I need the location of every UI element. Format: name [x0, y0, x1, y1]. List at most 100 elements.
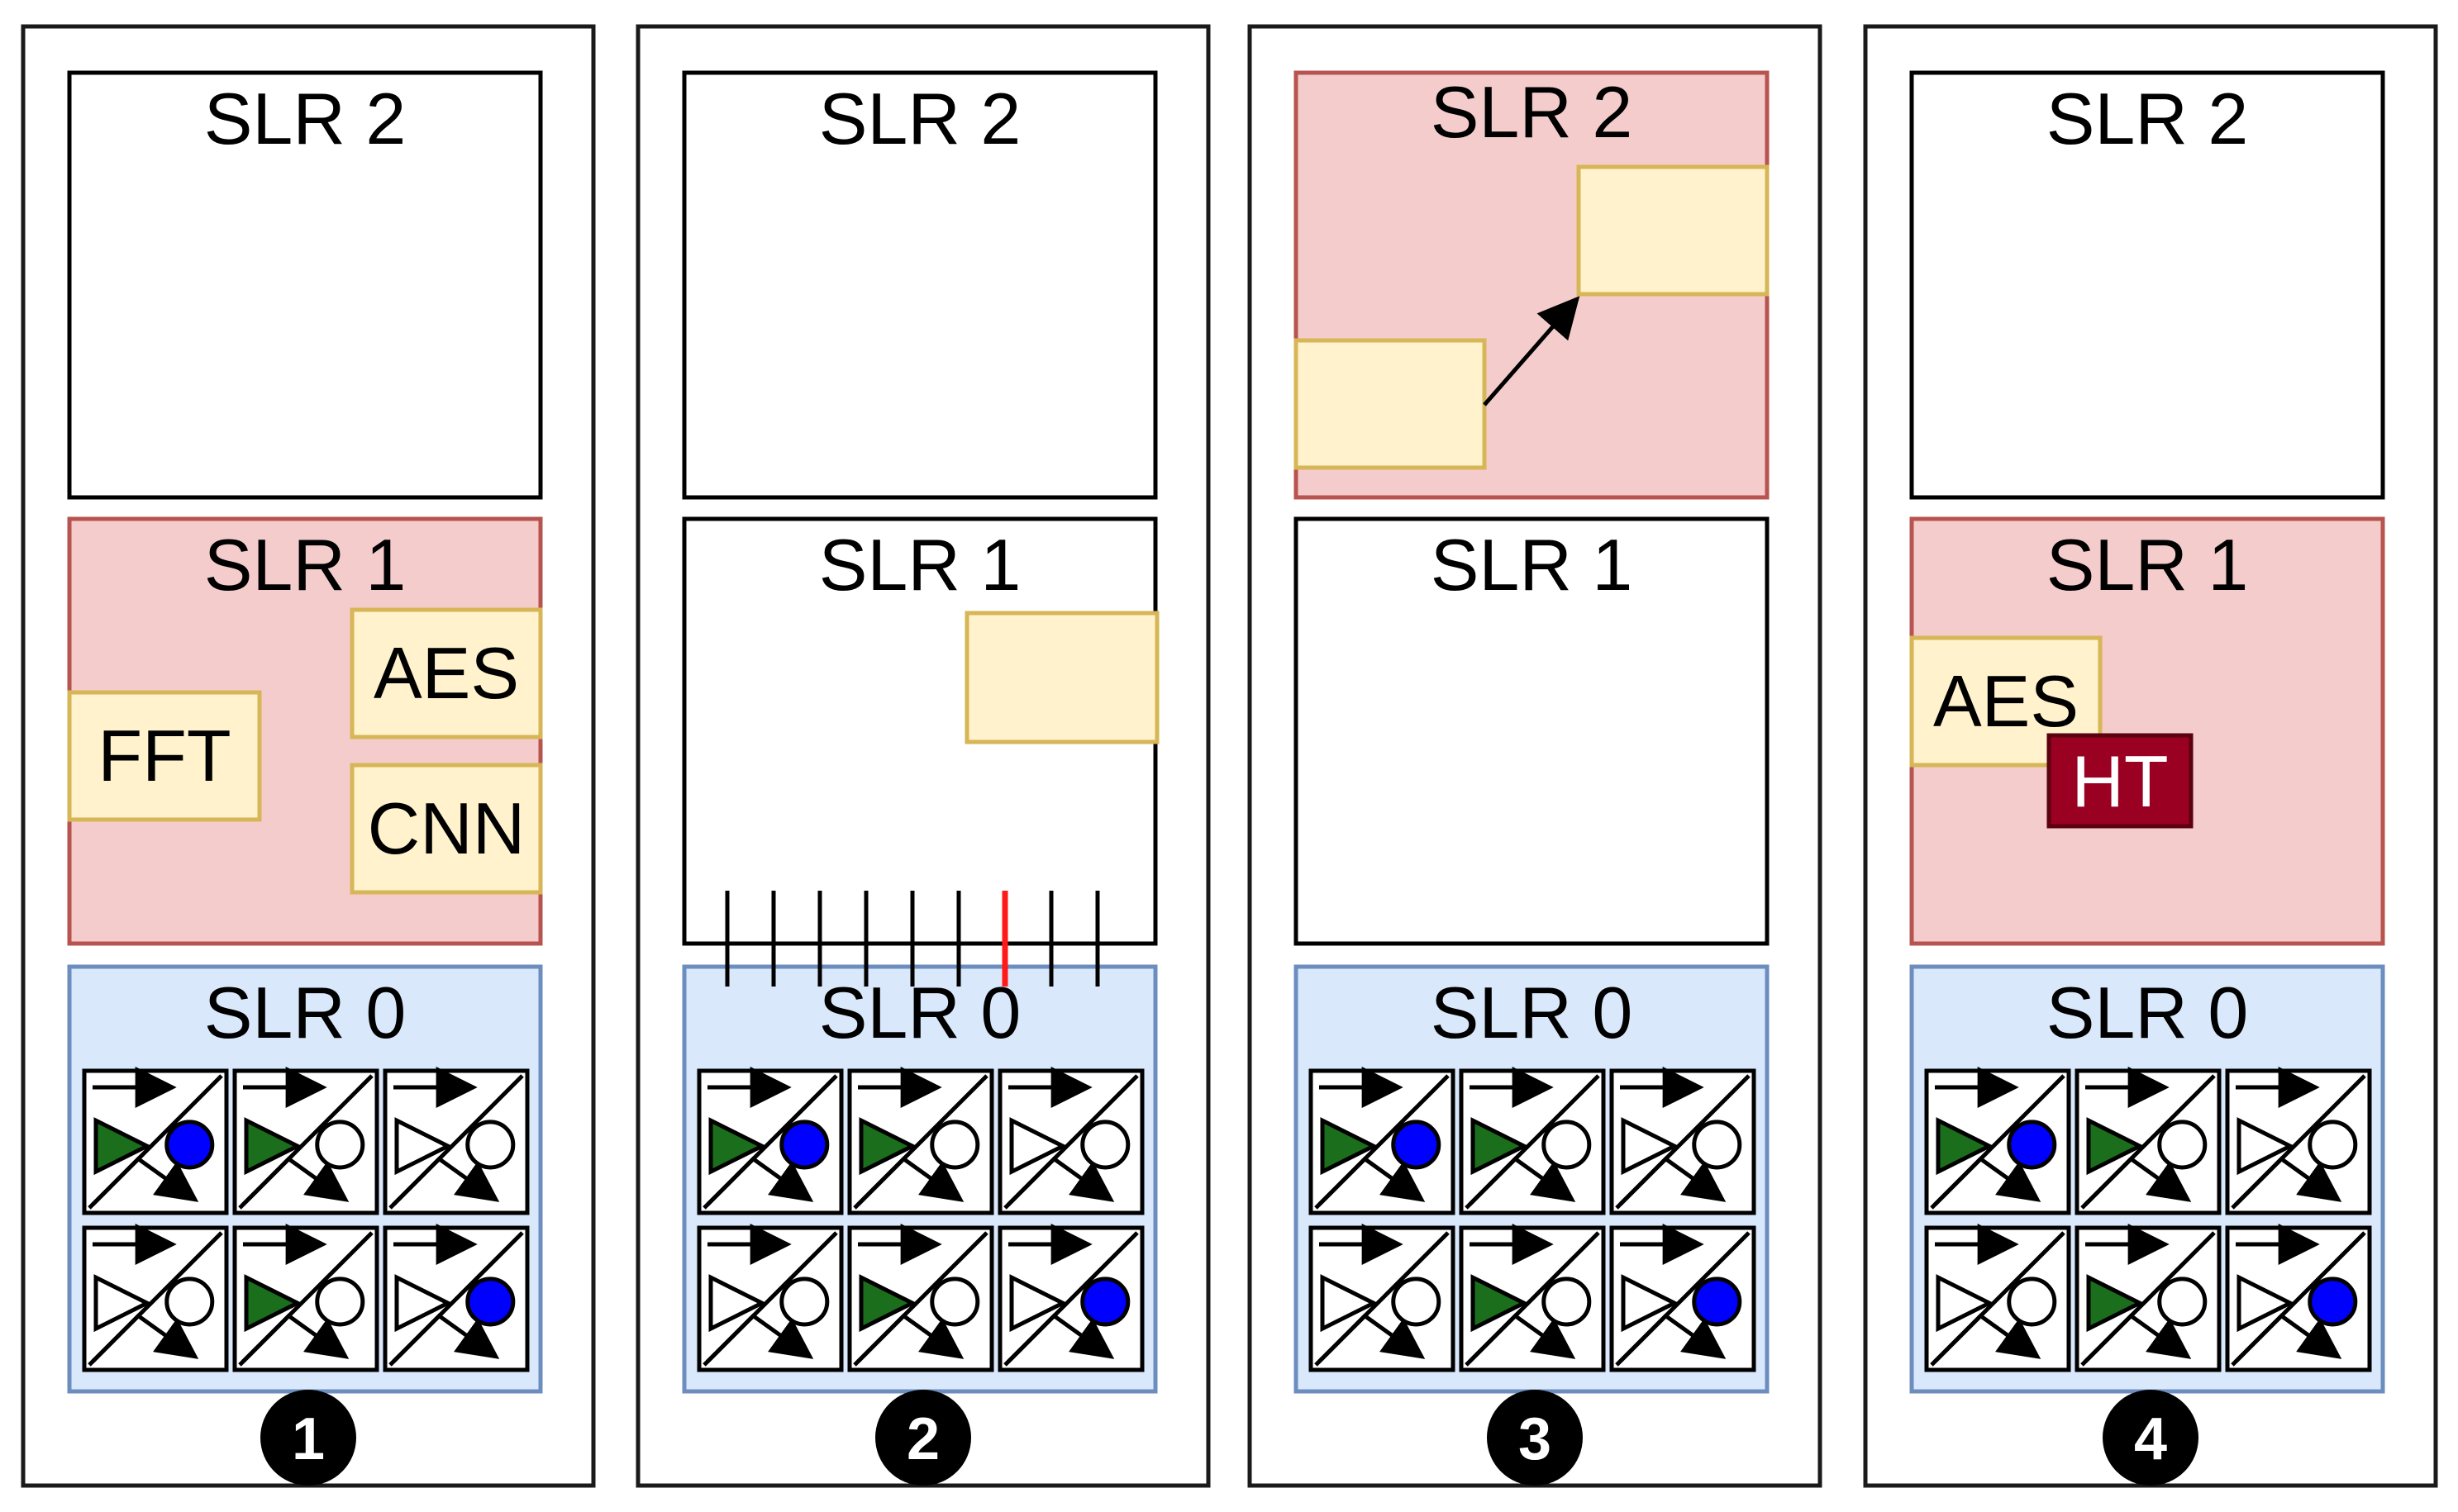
logic-tile	[2075, 1224, 2222, 1372]
ff-dot	[1692, 1277, 1742, 1327]
logic-tile	[998, 1224, 1145, 1372]
ff-dot	[315, 1277, 365, 1327]
lut-triangle	[93, 1117, 152, 1176]
slr-title: SLR 0	[2046, 972, 2249, 1053]
ff-dot	[930, 1277, 980, 1327]
slr-region	[682, 70, 1158, 500]
output-arrow	[2084, 1313, 2192, 1363]
fft-block	[67, 690, 262, 822]
lut-triangle	[244, 1274, 302, 1333]
ff-dot	[1391, 1277, 1441, 1327]
lut-triangle	[1320, 1274, 1379, 1333]
ff-dot	[1541, 1120, 1592, 1170]
logic-tile	[1308, 1067, 1455, 1215]
lut-triangle	[394, 1117, 453, 1176]
slr-title: SLR 2	[819, 78, 1022, 159]
lut-triangle	[244, 1117, 302, 1176]
slr-region	[1293, 516, 1770, 946]
output-arrow	[1933, 1156, 2041, 1206]
trojan-label: HT	[2071, 740, 2168, 822]
slr-title: SLR 1	[204, 524, 407, 606]
logic-tile	[847, 1067, 994, 1215]
cnn-block	[350, 763, 543, 895]
ff-dot	[2007, 1120, 2057, 1170]
aes-block-label: AES	[374, 632, 519, 714]
logic-tile	[847, 1224, 994, 1372]
ff-dot	[2007, 1277, 2057, 1327]
slr-title: SLR 2	[2046, 78, 2249, 159]
logic-tile	[1924, 1224, 2071, 1372]
panel-2: SLR 2 SLR 1 SLR 0 2	[636, 24, 1211, 1488]
output-arrow	[706, 1156, 814, 1206]
aes-block-label: AES	[1933, 660, 2079, 742]
ff-dot	[2308, 1277, 2358, 1327]
ff-dot	[2157, 1277, 2208, 1327]
lut-triangle	[2236, 1117, 2295, 1176]
ff-dot	[2157, 1120, 2208, 1170]
lut-triangle	[1009, 1274, 1068, 1333]
step-badge	[875, 1390, 971, 1486]
aes-block	[350, 607, 543, 739]
ff-dot	[315, 1120, 365, 1170]
lut-triangle	[859, 1274, 917, 1333]
ff-dot	[1080, 1277, 1131, 1327]
relocation-arrow	[1483, 296, 1580, 407]
logic-tile	[383, 1067, 530, 1215]
placed-block	[965, 611, 1160, 744]
lut-triangle	[1320, 1117, 1379, 1176]
step-number: 2	[907, 1406, 940, 1472]
output-arrow	[2234, 1313, 2342, 1363]
logic-tile	[383, 1224, 530, 1372]
slr-title: SLR 2	[204, 78, 407, 159]
ff-dot	[1541, 1277, 1592, 1327]
logic-tile	[1459, 1224, 1606, 1372]
ff-dot	[1080, 1120, 1131, 1170]
ff-dot	[465, 1120, 516, 1170]
slr-region	[67, 70, 543, 500]
logic-tile	[2225, 1224, 2372, 1372]
output-arrow	[1007, 1313, 1115, 1363]
target-block	[1576, 164, 1770, 297]
output-arrow	[1468, 1313, 1576, 1363]
lut-triangle	[859, 1117, 917, 1176]
output-arrow	[1618, 1156, 1727, 1206]
ff-dot	[164, 1120, 215, 1170]
output-arrow	[241, 1156, 350, 1206]
source-block	[1293, 338, 1487, 470]
logic-tile	[232, 1224, 379, 1372]
output-arrow	[91, 1156, 199, 1206]
lut-triangle	[708, 1117, 767, 1176]
step-badge	[2103, 1390, 2198, 1486]
ff-dot	[779, 1120, 830, 1170]
output-arrow	[392, 1313, 500, 1363]
ff-dot	[779, 1277, 830, 1327]
lut-triangle	[1009, 1117, 1068, 1176]
logic-tile	[1609, 1067, 1756, 1215]
logic-tile	[1459, 1067, 1606, 1215]
output-arrow	[91, 1313, 199, 1363]
step-badge	[260, 1390, 356, 1486]
logic-tile	[232, 1067, 379, 1215]
step-number: 3	[1518, 1406, 1551, 1472]
ff-dot	[1391, 1120, 1441, 1170]
slr-title: SLR 1	[819, 524, 1022, 606]
ff-dot	[465, 1277, 516, 1327]
lut-triangle	[93, 1274, 152, 1333]
logic-tile	[1609, 1224, 1756, 1372]
lut-triangle	[1470, 1274, 1529, 1333]
logic-tile	[1308, 1224, 1455, 1372]
lut-triangle	[1470, 1117, 1529, 1176]
slr-title: SLR 0	[819, 972, 1022, 1053]
slr-title: SLR 0	[204, 972, 407, 1053]
lut-triangle	[2086, 1274, 2145, 1333]
slr-region	[1909, 70, 2385, 500]
logic-tile	[82, 1224, 229, 1372]
output-arrow	[1468, 1156, 1576, 1206]
output-arrow	[706, 1313, 814, 1363]
logic-tile	[2225, 1067, 2372, 1215]
slr-title: SLR 1	[2046, 524, 2249, 606]
